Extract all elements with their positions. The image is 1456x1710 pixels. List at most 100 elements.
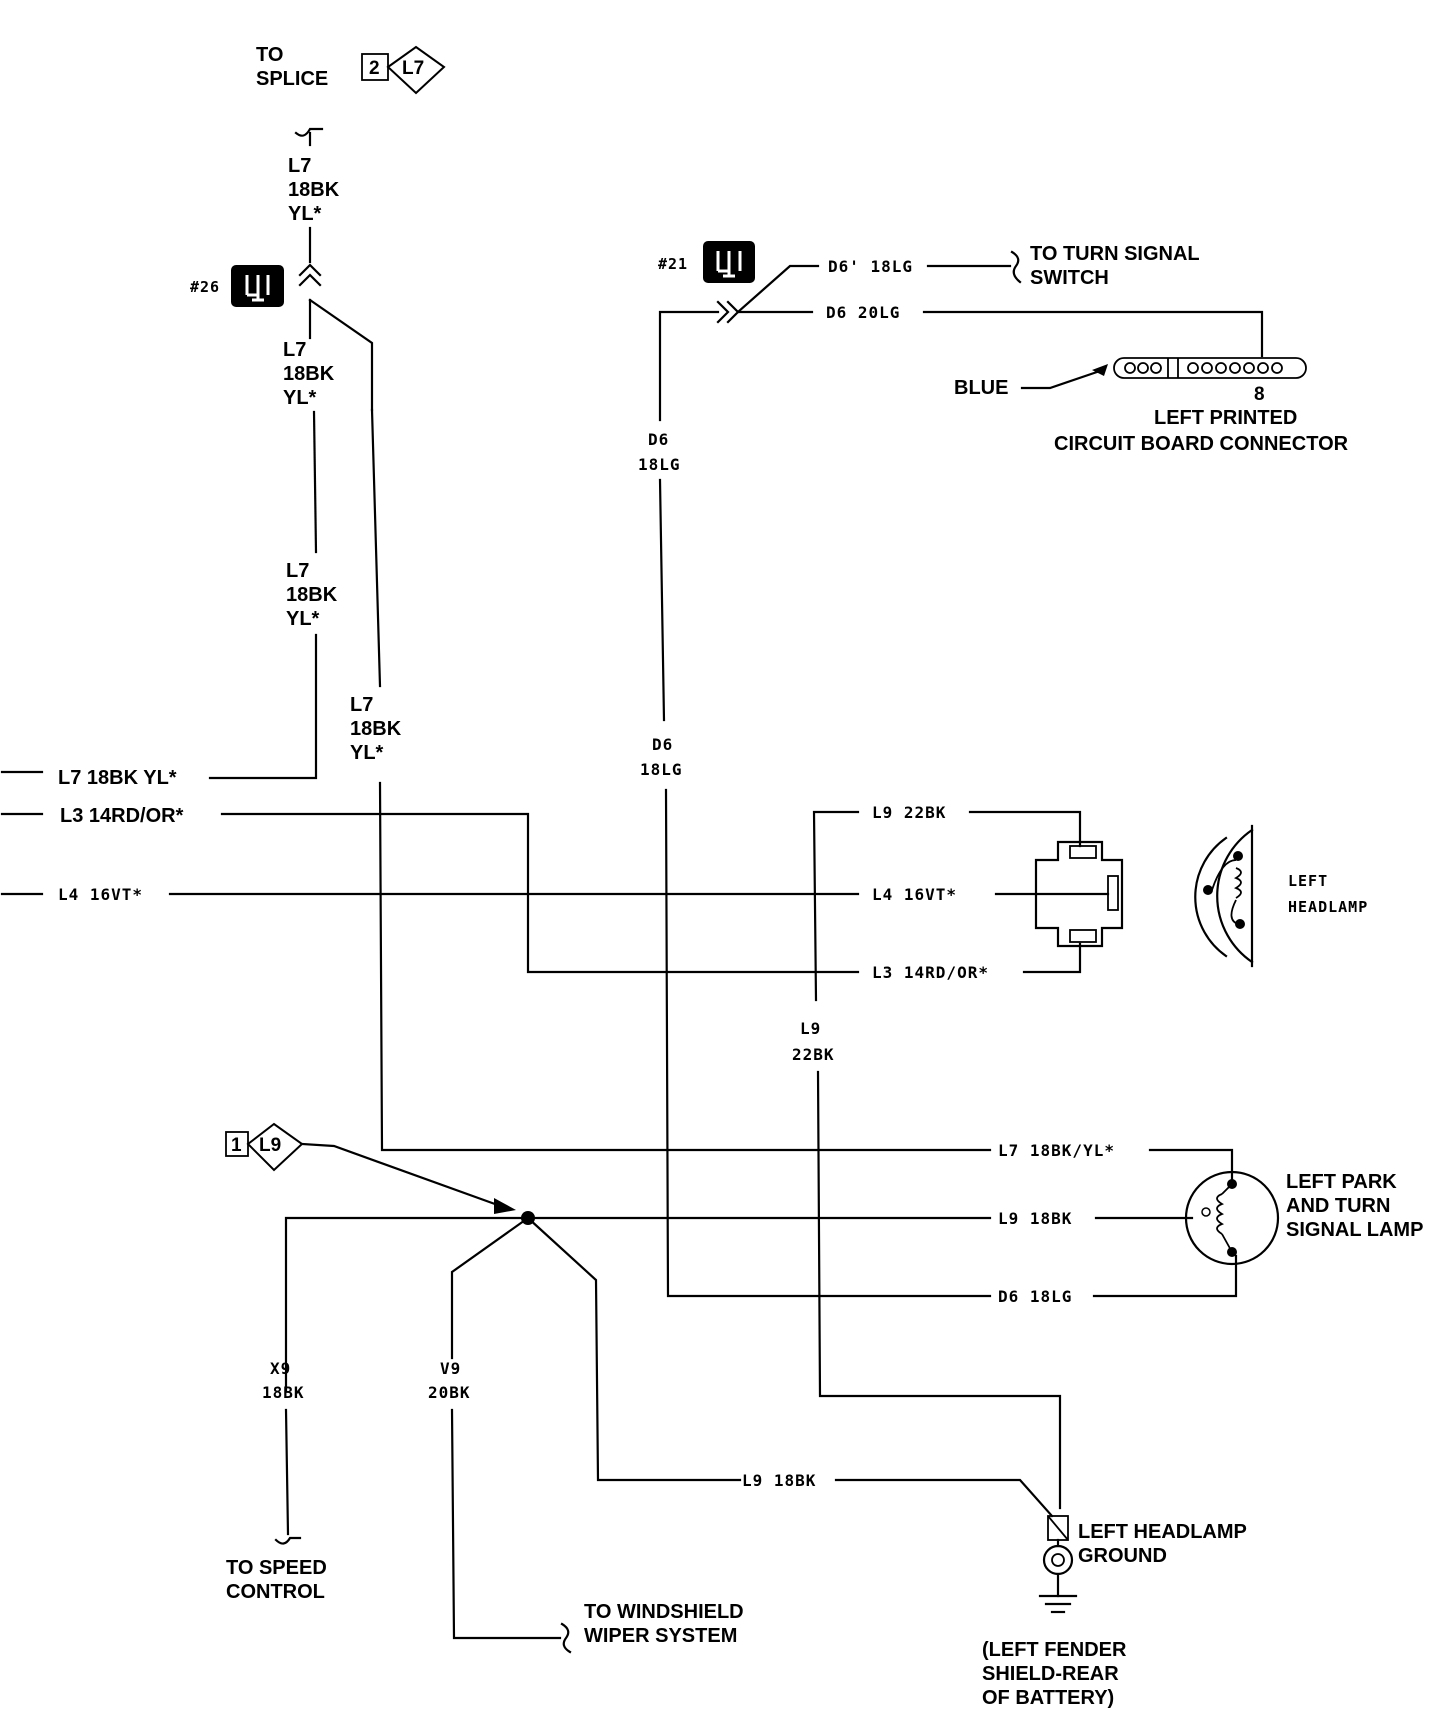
v9-circuit: V9 <box>440 1359 461 1378</box>
wire-l7-right-branch-top <box>308 298 374 412</box>
pcb-pin-label: 8 <box>1254 384 1265 405</box>
l9-22-gauge: 22BK <box>792 1045 835 1064</box>
headlamp-l9-label: L9 22BK <box>872 803 946 822</box>
headlamp-title-line2: HEADLAMP <box>1288 898 1368 916</box>
l7-d-tracer: YL* <box>350 742 384 764</box>
d6-b-circuit: D6 <box>652 735 673 754</box>
wire-splice-l9-feed <box>300 1142 508 1210</box>
park-lamp-title-line2: AND TURN <box>1286 1195 1390 1217</box>
connector-21-label: #21 <box>658 255 688 273</box>
wire-label-l7-c: L7 18BK YL* <box>286 560 338 630</box>
headlamp-title-line1: LEFT <box>1288 872 1328 890</box>
wire-label-v9: V9 20BK <box>428 1359 471 1402</box>
top-splice-line2: SPLICE <box>256 68 328 90</box>
left-headlamp-symbol: LEFT HEADLAMP <box>1194 824 1368 968</box>
wire-d6-prime-stub <box>736 264 820 314</box>
wiper-line2: WIPER SYSTEM <box>584 1625 737 1647</box>
wire-l9-22-to-headlamp <box>968 810 1082 848</box>
l7-b-tracer: YL* <box>283 387 317 409</box>
wire-l9-22-to-ground <box>816 1070 1062 1510</box>
ground-note-line1: (LEFT FENDER <box>982 1639 1127 1661</box>
speed-control-line1: TO SPEED <box>226 1557 327 1579</box>
connector-21-chevron <box>716 300 740 324</box>
turn-signal-line2: SWITCH <box>1030 267 1109 289</box>
wire-d6-20-label: D6 20LG <box>826 303 900 322</box>
connector-26: #26 <box>190 263 322 307</box>
splice-connector-l9: 1 L9 <box>225 1122 304 1172</box>
pcb-title-line2: CIRCUIT BOARD CONNECTOR <box>1054 433 1349 455</box>
park-lamp-title-line3: SIGNAL LAMP <box>1286 1219 1423 1241</box>
top-splice-line1: TO <box>256 44 283 66</box>
ground-note-line2: SHIELD-REAR <box>982 1663 1119 1685</box>
pcb-title-line1: LEFT PRINTED <box>1154 407 1297 429</box>
park-lamp-symbol: LEFT PARK AND TURN SIGNAL LAMP <box>1184 1170 1423 1266</box>
wire-label-d6-a: D6 18LG <box>638 430 680 474</box>
park-lamp-l7-label: L7 18BK/YL* <box>998 1141 1115 1160</box>
splice-connector-l7-num: 2 <box>369 58 380 79</box>
splice-connector-l7-code: L7 <box>402 58 424 79</box>
pcb-connector-body <box>1113 357 1307 379</box>
wire-l7-to-park-lamp <box>378 781 992 1152</box>
turn-signal-break-symbol <box>1010 250 1022 284</box>
wire-end-symbol-top <box>294 127 324 137</box>
wire-x9-to-speed <box>284 1408 290 1536</box>
wire-l7-left-middle <box>312 410 318 554</box>
ground-title-line2: GROUND <box>1078 1545 1167 1567</box>
speed-control-end-symbol <box>274 1536 302 1545</box>
ground-title-line1: LEFT HEADLAMP <box>1078 1521 1247 1543</box>
wire-l9-18-to-ground-branch <box>526 1216 742 1482</box>
ground-symbol <box>1038 1515 1078 1614</box>
wire-l3-to-connector <box>1022 942 1082 974</box>
top-splice-callout: TO SPLICE 2 L7 <box>256 44 446 95</box>
wire-l7-right-middle <box>370 408 382 688</box>
l9-22-circuit: L9 <box>800 1019 821 1038</box>
wire-d6-park-lamp-stub <box>1092 1254 1238 1298</box>
park-lamp-l9-label: L9 18BK <box>998 1209 1072 1228</box>
l7-b-circuit: L7 <box>283 339 306 361</box>
wire-v9-to-wiper <box>450 1408 562 1640</box>
l7-b-gauge: 18BK <box>283 363 335 385</box>
wire-d6-vertical-middle <box>658 478 666 722</box>
left-wire-l7-label: L7 18BK YL* <box>58 767 177 789</box>
left-wire-l4-label: L4 16VT* <box>58 885 143 904</box>
connector-26-label: #26 <box>190 278 220 296</box>
wire-v9-branch <box>450 1216 530 1360</box>
splice-connector-l7: 2 L7 <box>361 45 446 95</box>
wire-d6-to-park-lamp <box>664 788 992 1298</box>
wire-label-x9: X9 18BK <box>262 1359 305 1402</box>
wiper-break-symbol <box>560 1622 572 1654</box>
pcb-blue-leader <box>1020 369 1102 390</box>
x9-circuit: X9 <box>270 1359 291 1378</box>
left-wire-l3-label: L3 14RD/OR* <box>60 805 184 827</box>
l7-a-tracer: YL* <box>288 203 322 225</box>
splice-l9-num: 1 <box>231 1135 242 1156</box>
headlamp-l3-label: L3 14RD/OR* <box>872 963 989 982</box>
ground-note-line3: OF BATTERY) <box>982 1687 1114 1709</box>
wire-l9-18-bottom-label: L9 18BK <box>742 1471 816 1490</box>
d6-a-circuit: D6 <box>648 430 669 449</box>
wire-l9-18-to-ground <box>834 1478 1054 1518</box>
park-lamp-d6-label: D6 18LG <box>998 1287 1072 1306</box>
wire-d6-20-to-pcb <box>922 310 1264 358</box>
park-lamp-title-line1: LEFT PARK <box>1286 1171 1397 1193</box>
wire-label-l7-a: L7 18BK YL* <box>288 155 340 225</box>
connector-26-chevron <box>298 263 322 287</box>
wiper-line1: TO WINDSHIELD <box>584 1601 744 1623</box>
turn-signal-line1: TO TURN SIGNAL <box>1030 243 1200 265</box>
wire-label-l9-22: L9 22BK <box>792 1019 835 1064</box>
d6-b-gauge: 18LG <box>640 760 683 779</box>
wire-d6-vertical-top <box>658 310 720 422</box>
wire-label-l7-b: L7 18BK YL* <box>283 339 335 409</box>
v9-gauge: 20BK <box>428 1383 471 1402</box>
l7-a-circuit: L7 <box>288 155 311 177</box>
l7-d-circuit: L7 <box>350 694 373 716</box>
wire-l7-left-bottom <box>208 633 318 780</box>
l7-c-gauge: 18BK <box>286 584 338 606</box>
pcb-connector: BLUE 8 LEFT PRINTED CIRCUIT BOARD CONNEC… <box>954 357 1349 455</box>
headlamp-connector <box>1034 840 1124 948</box>
l7-a-gauge: 18BK <box>288 179 340 201</box>
headlamp-l4-label: L4 16VT* <box>872 885 957 904</box>
x9-gauge: 18BK <box>262 1383 305 1402</box>
l7-c-tracer: YL* <box>286 608 320 630</box>
